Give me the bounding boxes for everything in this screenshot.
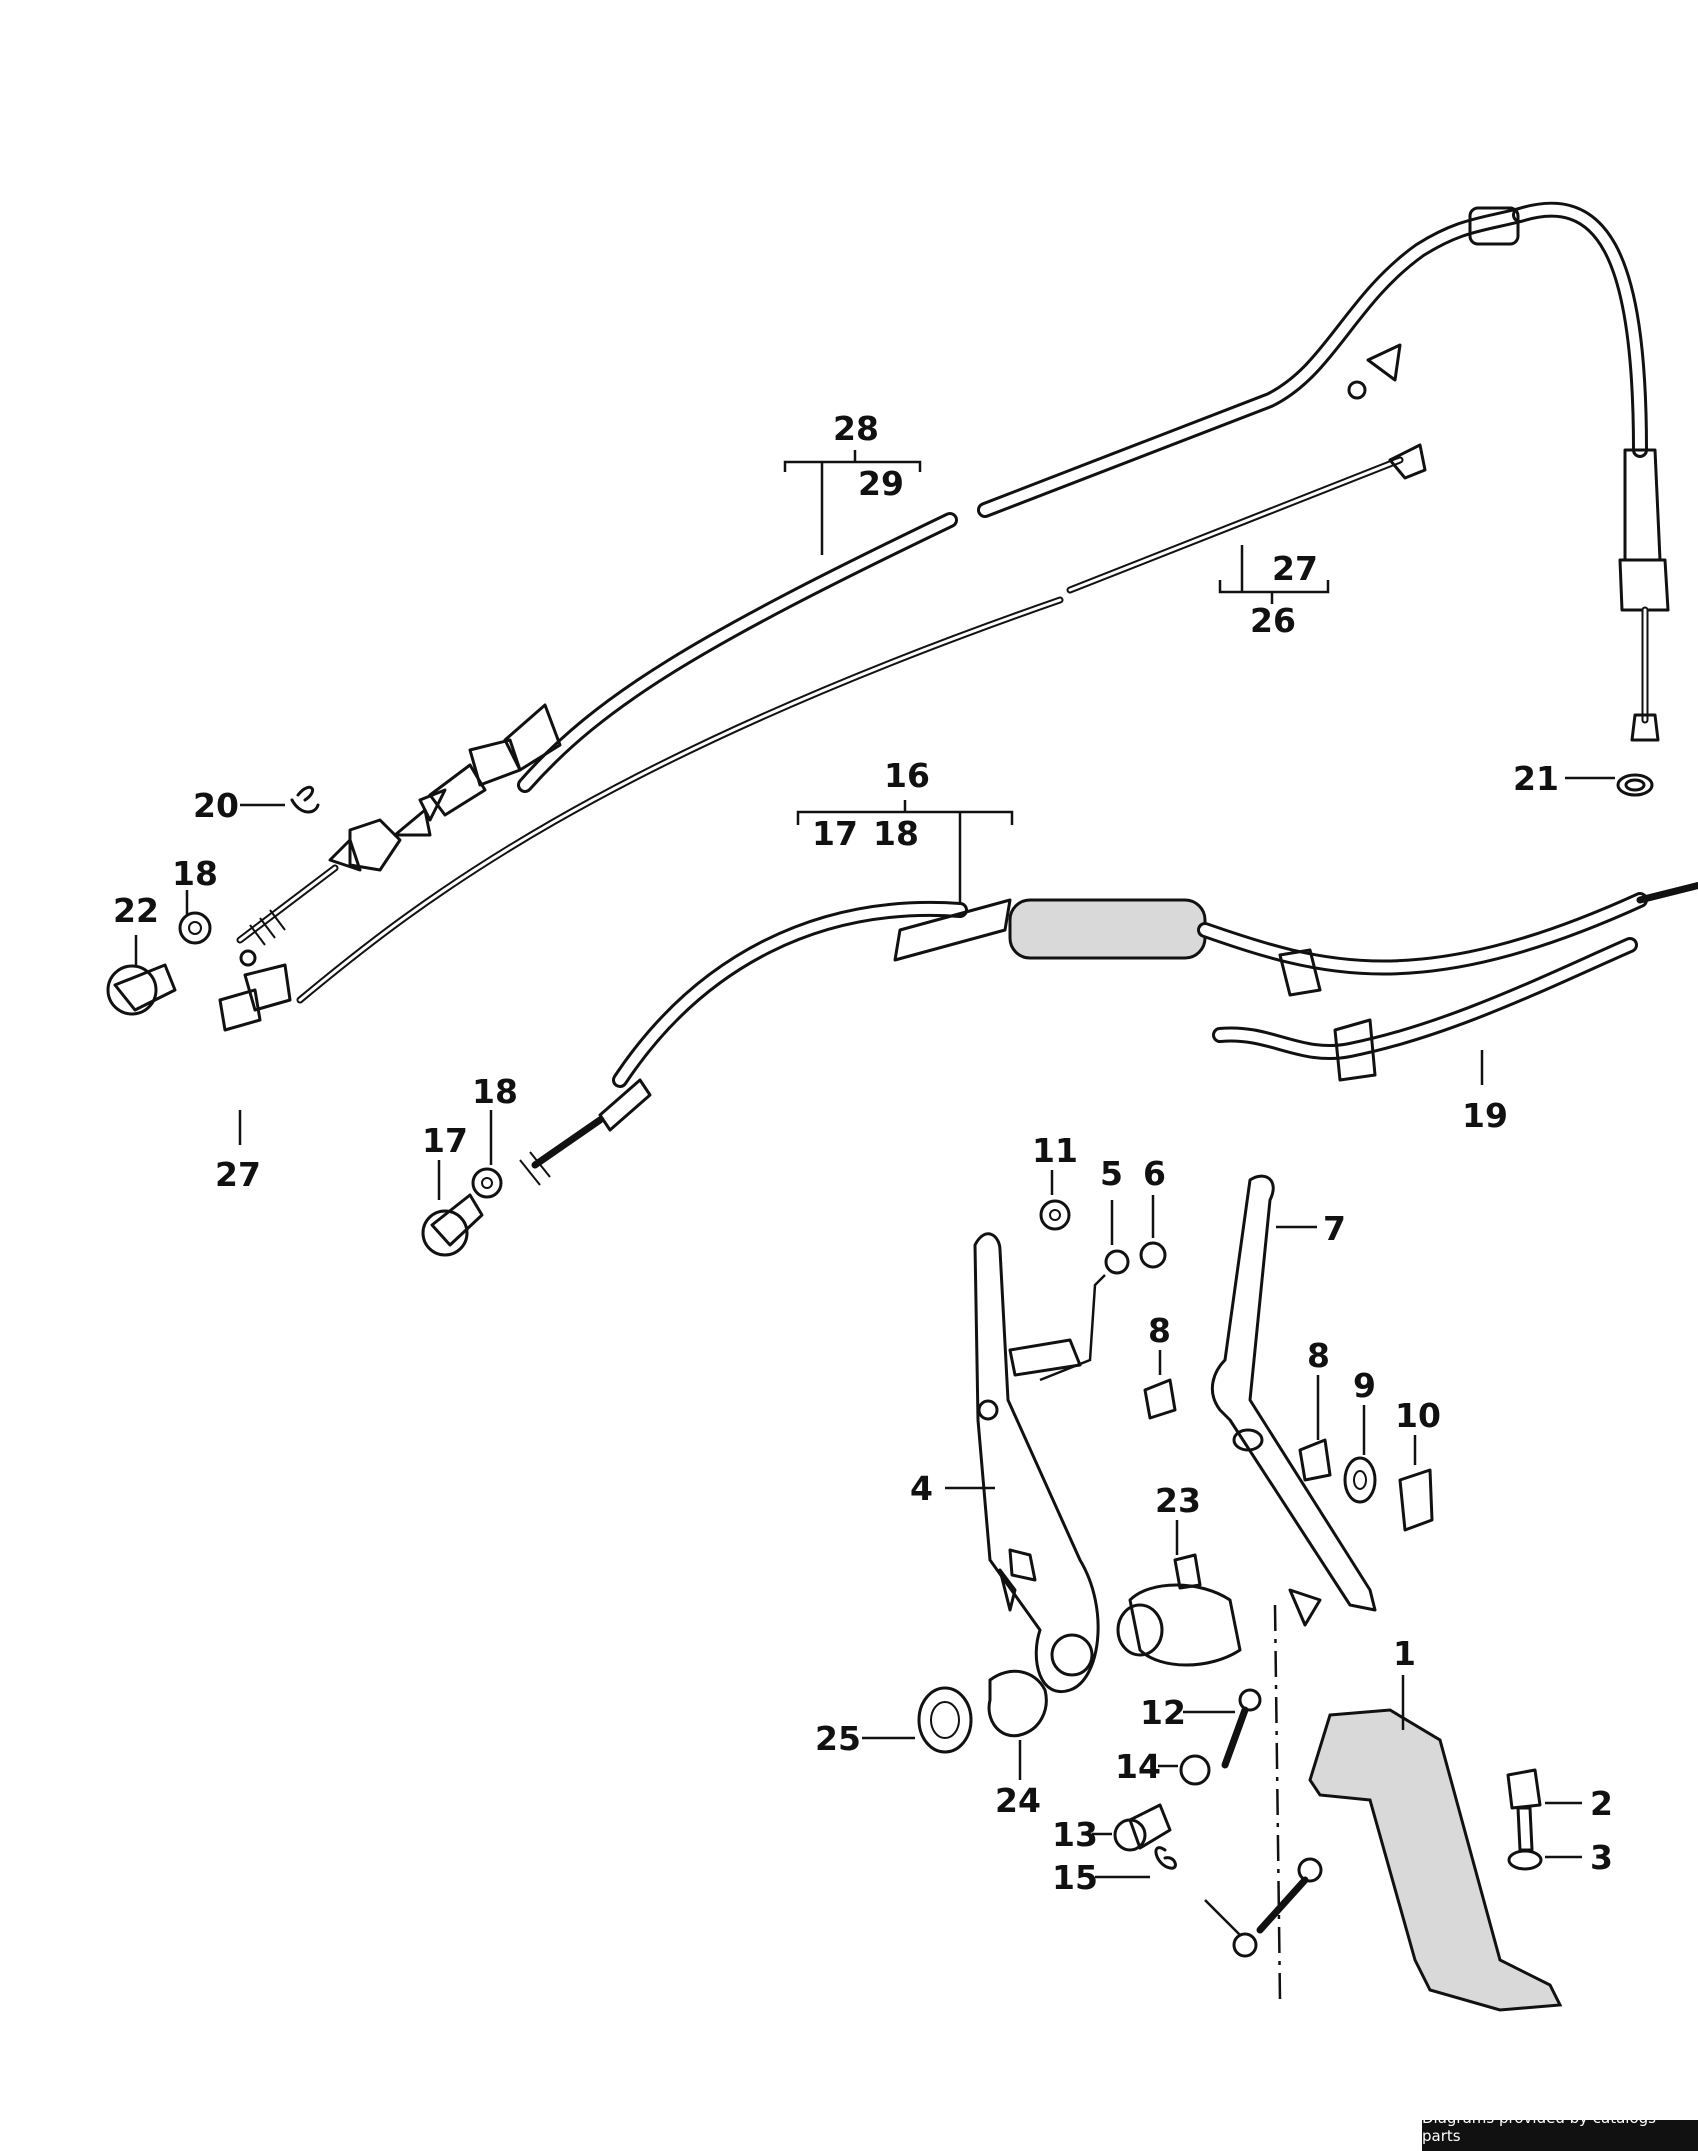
callout-12: 12 — [1140, 1693, 1186, 1732]
leaders — [134, 450, 1615, 1879]
callout-6: 6 — [1143, 1154, 1166, 1193]
callout-20: 20 — [193, 786, 239, 825]
callout-26: 26 — [1250, 601, 1296, 640]
pedal-assembly — [917, 1174, 1563, 2012]
callout-2: 2 — [1590, 1784, 1613, 1823]
callout-4: 4 — [910, 1469, 933, 1508]
callout-16: 16 — [884, 756, 930, 795]
callout-25: 25 — [815, 1719, 861, 1758]
callout-27-lower: 27 — [215, 1155, 261, 1194]
throttle-cable-upper — [236, 201, 1670, 946]
credit-text: Diagrams provided by catalogs parts — [1422, 2109, 1656, 2145]
callout-18-left: 18 — [172, 854, 218, 893]
clutch-cable — [519, 881, 1698, 1186]
callout-27-upper: 27 — [1272, 549, 1318, 588]
callout-21: 21 — [1513, 759, 1559, 798]
callout-8-left: 8 — [1148, 1311, 1171, 1350]
callout-8-right: 8 — [1307, 1336, 1330, 1375]
callout-3: 3 — [1590, 1838, 1613, 1877]
callout-17-top: 17 — [812, 814, 858, 853]
callout-14: 14 — [1115, 1747, 1161, 1786]
callout-28: 28 — [833, 409, 879, 448]
callout-17-mid: 17 — [422, 1121, 468, 1160]
callout-18-mid: 18 — [472, 1072, 518, 1111]
callout-1: 1 — [1393, 1634, 1416, 1673]
callout-23: 23 — [1155, 1481, 1201, 1520]
small-parts — [106, 773, 1654, 1257]
accelerator-rod — [218, 443, 1427, 1032]
callout-5: 5 — [1100, 1154, 1123, 1193]
callout-labels: 28 29 27 26 16 17 18 21 20 18 22 27 18 1… — [113, 409, 1613, 1897]
callout-10: 10 — [1395, 1396, 1441, 1435]
callout-29: 29 — [858, 464, 904, 503]
callout-7: 7 — [1323, 1209, 1346, 1248]
callout-15: 15 — [1052, 1858, 1098, 1897]
callout-18-top: 18 — [873, 814, 919, 853]
callout-19: 19 — [1462, 1096, 1508, 1135]
callout-9: 9 — [1353, 1366, 1376, 1405]
credit-banner: Diagrams provided by catalogs parts — [1422, 2109, 1698, 2151]
callout-24: 24 — [995, 1781, 1041, 1820]
callout-13: 13 — [1052, 1815, 1098, 1854]
callout-11: 11 — [1032, 1131, 1078, 1170]
callout-22: 22 — [113, 891, 159, 930]
